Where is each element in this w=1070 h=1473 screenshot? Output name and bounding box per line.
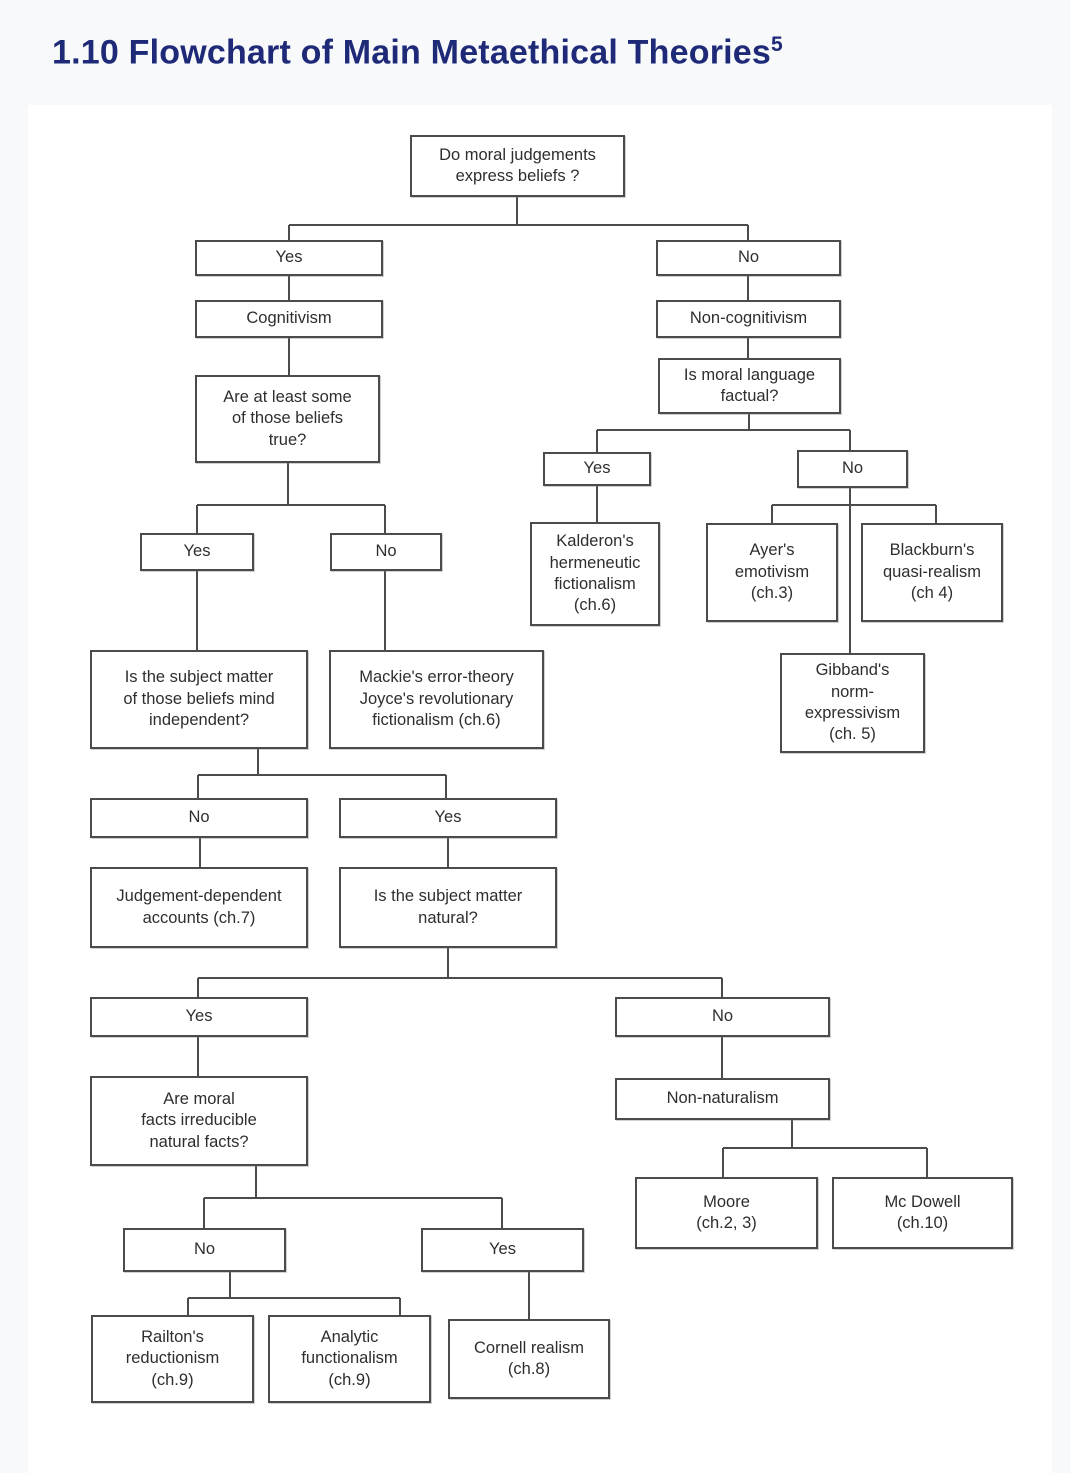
node-moore: Moore (ch.2, 3) xyxy=(635,1177,818,1249)
node-yes-language: Yes xyxy=(543,452,651,486)
node-no-main: No xyxy=(656,240,841,276)
node-no-language: No xyxy=(797,450,908,488)
edge-language-branch xyxy=(596,414,851,452)
node-blackburn-quasi-realism: Blackburn's quasi-realism (ch 4) xyxy=(861,523,1003,622)
node-moral-language-question: Is moral language factual? xyxy=(658,358,841,414)
node-cognitivism: Cognitivism xyxy=(195,300,383,338)
footnote-marker: 5 xyxy=(771,32,783,56)
node-no-irreducible: No xyxy=(123,1228,286,1272)
node-non-cognitivism: Non-cognitivism xyxy=(656,300,841,338)
node-mind-independent-question: Is the subject matter of those beliefs m… xyxy=(90,650,308,749)
edge-nonnaturalism-branch xyxy=(722,1120,928,1177)
edge-beliefs-true-branch xyxy=(196,463,386,533)
connector-lines xyxy=(187,197,937,1319)
node-irreducible-question: Are moral facts irreducible natural fact… xyxy=(90,1076,308,1166)
edge-no-reductionism-branch xyxy=(187,1272,401,1315)
node-no-true: No xyxy=(330,533,442,571)
edge-no-language-trunk xyxy=(771,488,937,653)
node-yes-true: Yes xyxy=(140,533,254,571)
node-no-natural: No xyxy=(615,997,830,1037)
node-yes-natural: Yes xyxy=(90,997,308,1037)
node-railton-reductionism: Railton's reductionism (ch.9) xyxy=(91,1315,254,1403)
node-non-naturalism: Non-naturalism xyxy=(615,1078,830,1120)
node-cornell-realism: Cornell realism (ch.8) xyxy=(448,1319,610,1399)
edge-root-branch xyxy=(288,197,749,240)
node-root-question: Do moral judgements express beliefs ? xyxy=(410,135,625,197)
node-beliefs-true-question: Are at least some of those beliefs true? xyxy=(195,375,380,463)
node-mcdowell: Mc Dowell (ch.10) xyxy=(832,1177,1013,1249)
node-judgement-dependent: Judgement-dependent accounts (ch.7) xyxy=(90,867,308,948)
node-ayer-emotivism: Ayer's emotivism (ch.3) xyxy=(706,523,838,622)
edge-mindindependent-branch xyxy=(197,749,447,798)
node-yes-irreducible: Yes xyxy=(421,1228,584,1272)
section-heading-text: 1.10 Flowchart of Main Metaethical Theor… xyxy=(52,33,771,72)
node-analytic-functionalism: Analytic functionalism (ch.9) xyxy=(268,1315,431,1403)
flowchart-image: Do moral judgements express beliefs ? Ye… xyxy=(28,105,1052,1473)
node-yes-main: Yes xyxy=(195,240,383,276)
node-gibbard-norm-expressivism: Gibband's norm- expressivism (ch. 5) xyxy=(780,653,925,753)
node-yes-independent: Yes xyxy=(339,798,557,838)
section-heading: 1.10 Flowchart of Main Metaethical Theor… xyxy=(52,33,1042,72)
node-kalderon-fictionalism: Kalderon's hermeneutic fictionalism (ch.… xyxy=(530,522,660,626)
edge-natural-branch xyxy=(197,948,723,997)
node-no-independent: No xyxy=(90,798,308,838)
node-subject-natural-question: Is the subject matter natural? xyxy=(339,867,557,948)
node-mackie-error-theory: Mackie's error-theory Joyce's revolution… xyxy=(329,650,544,749)
edge-irreducible-branch xyxy=(203,1166,503,1228)
